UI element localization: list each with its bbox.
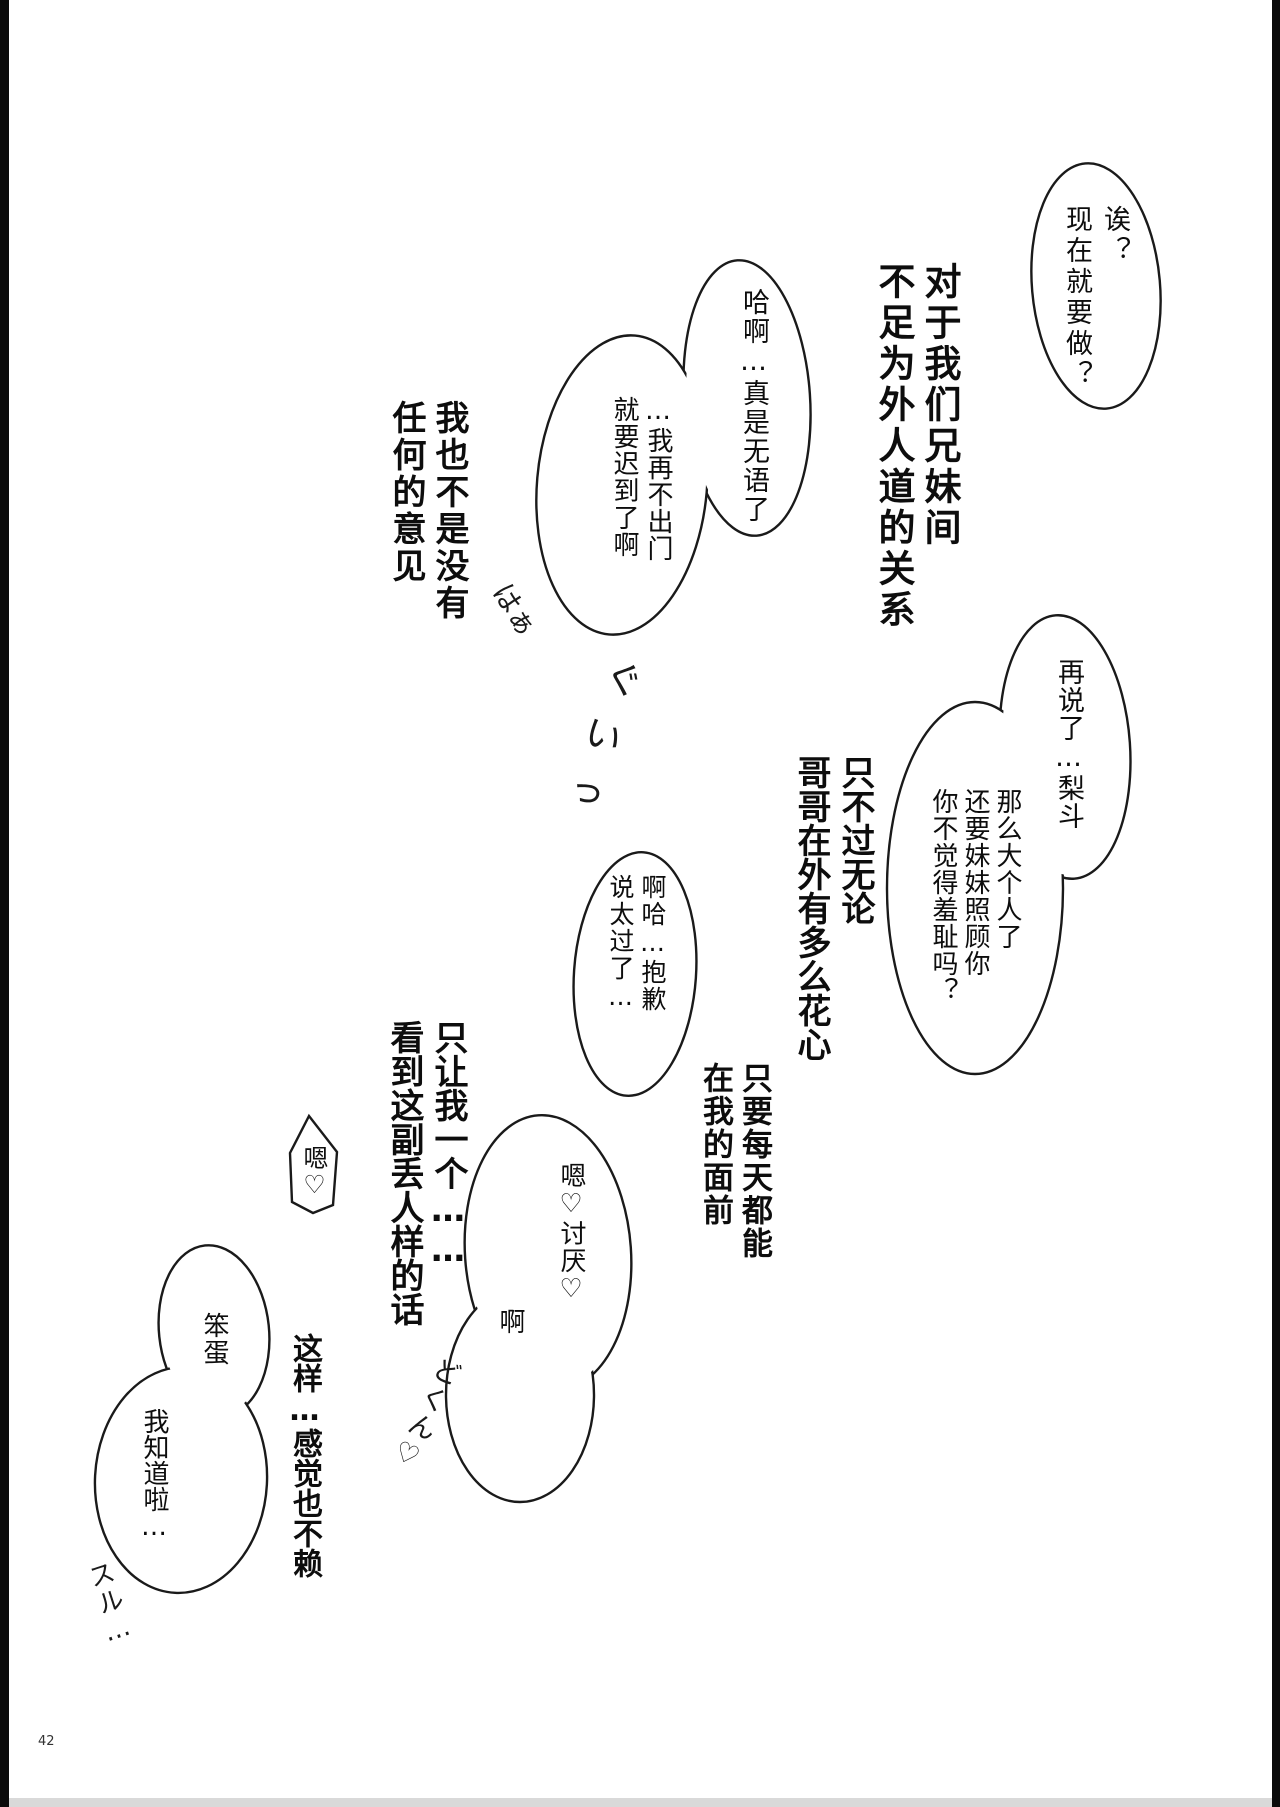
speech-bubble-mn-small <box>288 1113 339 1215</box>
speech-bubble-now <box>1030 162 1162 410</box>
speech-text-rito-sub: 那么大个人了 还要妹妹照顾你 你不觉得羞耻吗？ <box>928 788 1022 1004</box>
speech-text-mn-small: 嗯♡ <box>300 1145 329 1199</box>
speech-text-sigh-main: 哈啊…真是无语了 <box>738 288 769 524</box>
narration-no-opinion: 我也不是没有 任何的意见 <box>386 400 469 622</box>
narration-playboy: 只不过无论 哥哥在外有多么花心 <box>791 755 875 1061</box>
speech-text-baka: 笨蛋 <box>199 1312 229 1366</box>
narration-sibling-relation: 对于我们兄妹间 不足为外人道的关系 <box>872 262 961 631</box>
narration-only-me: 只让我一个…… 看到这副丢人样的话 <box>384 1020 468 1326</box>
page-border-right <box>1272 0 1280 1807</box>
speech-text-rito-main: 再说了…梨斗 <box>1053 658 1084 830</box>
narration-not-bad: 这样…感觉也不赖 <box>287 1333 322 1578</box>
page-border-left <box>0 0 9 1807</box>
speech-text-now: 诶？ 现在就要做？ <box>1061 205 1130 391</box>
speech-text-sorry: 啊哈…抱歉 说太过了… <box>606 874 667 1013</box>
page-number: 42 <box>38 1734 55 1749</box>
speech-bubble-sorry <box>572 851 698 1097</box>
speech-text-iknow: 我知道啦… <box>139 1408 169 1542</box>
narration-every-day: 只要每天都能 在我的面前 <box>697 1062 772 1260</box>
speech-text-sigh-sub: …我再不出门 就要迟到了啊 <box>609 396 673 562</box>
speech-text-yada-main: 嗯♡讨厌♡ <box>556 1162 586 1305</box>
speech-text-yada-ah: 啊 <box>495 1308 525 1334</box>
page-bottom-edge <box>9 1798 1272 1807</box>
